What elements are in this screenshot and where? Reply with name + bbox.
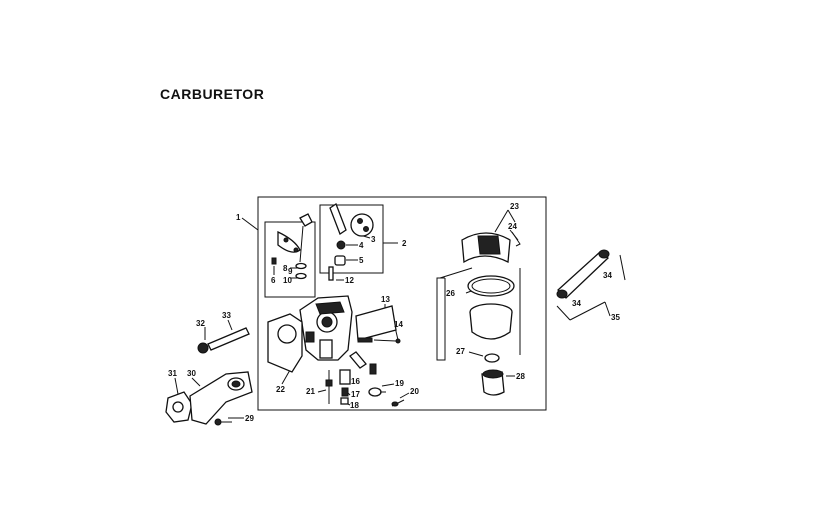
part-breather-tube	[556, 249, 610, 299]
part-float-kit	[271, 213, 313, 280]
callout-16: 16	[351, 377, 360, 386]
assembly-frame	[257, 196, 547, 411]
part-intake-elbow	[165, 371, 253, 426]
callout-20: 20	[410, 387, 419, 396]
callout-12: 12	[345, 276, 354, 285]
callout-35: 35	[611, 313, 620, 322]
callout-9: 9	[288, 267, 293, 276]
callout-34-lower: 34	[572, 299, 581, 308]
callout-22: 22	[276, 385, 285, 394]
callout-3: 3	[371, 235, 376, 244]
subframe-float-kit	[264, 221, 316, 298]
callout-32: 32	[196, 319, 205, 328]
callout-8: 8	[283, 264, 288, 273]
callout-2: 2	[402, 239, 407, 248]
subframe-choke-kit	[319, 204, 384, 274]
callout-14: 14	[394, 320, 403, 329]
subframe-filter-bracket	[436, 277, 446, 361]
callout-34-upper: 34	[603, 271, 612, 280]
part-choke-kit	[328, 203, 374, 281]
callout-labels: 1 2 3 4 5 6 8 9 10 12 13 14 15 16 17 18 …	[168, 202, 620, 423]
callout-10: 10	[283, 276, 292, 285]
callout-33: 33	[222, 311, 231, 320]
callout-18: 18	[350, 401, 359, 410]
callout-31: 31	[168, 369, 177, 378]
part-gasket-22	[267, 313, 303, 373]
callout-29: 29	[245, 414, 254, 423]
part-carburetor-body	[299, 295, 353, 361]
callout-6: 6	[271, 276, 276, 285]
callout-28: 28	[516, 372, 525, 381]
part-air-filter	[461, 231, 521, 396]
callout-19: 19	[395, 379, 404, 388]
callout-13: 13	[381, 295, 390, 304]
callout-23: 23	[510, 202, 519, 211]
callout-1: 1	[236, 213, 241, 222]
part-lower-jets	[325, 351, 405, 407]
part-plate-13	[355, 305, 401, 344]
diagram-title: CARBURETOR	[160, 86, 265, 102]
callout-27: 27	[456, 347, 465, 356]
callout-24: 24	[508, 222, 517, 231]
callout-17: 17	[351, 390, 360, 399]
callout-4: 4	[359, 241, 364, 250]
callout-26: 26	[446, 289, 455, 298]
callout-21: 21	[306, 387, 315, 396]
callout-30: 30	[187, 369, 196, 378]
callout-5: 5	[359, 256, 364, 265]
part-stud-33	[197, 327, 250, 354]
